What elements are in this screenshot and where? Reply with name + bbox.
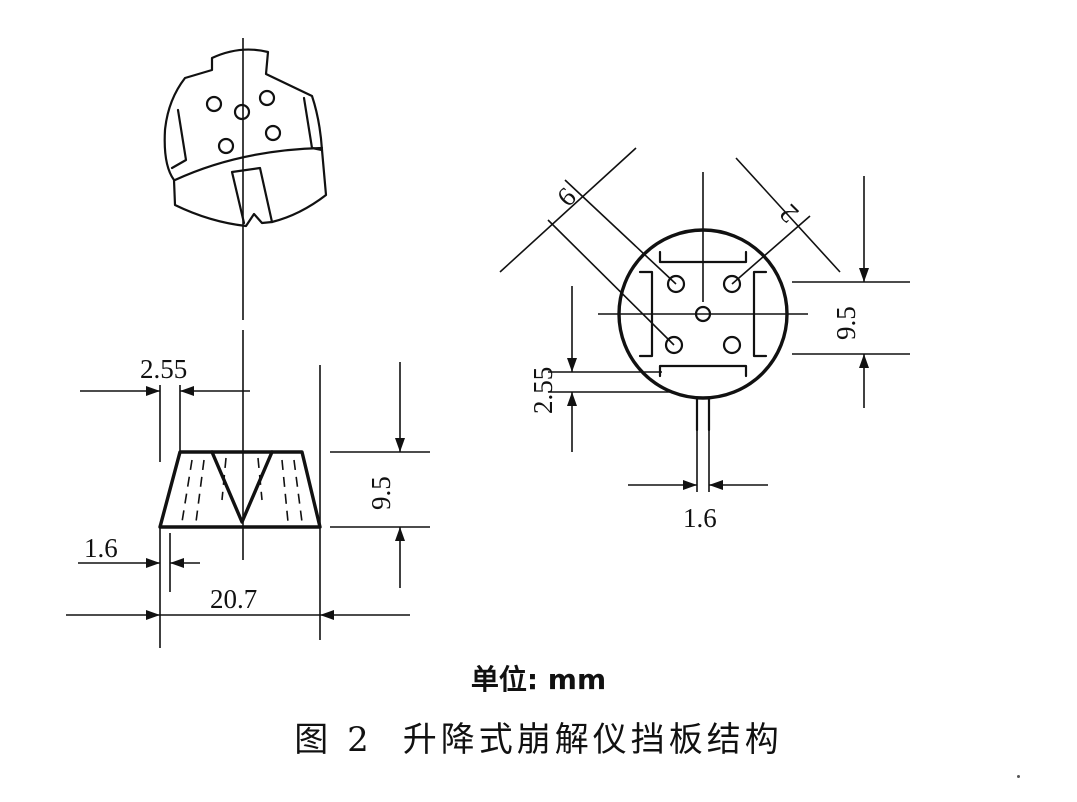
dim-top-gap: 1.6 xyxy=(683,503,717,533)
dim-top-height: 9.5 xyxy=(831,306,861,340)
top-hole xyxy=(666,274,686,294)
dim-arrow xyxy=(567,358,577,372)
perspective-disc-outline xyxy=(163,48,328,228)
top-hole xyxy=(664,335,684,355)
top-hole xyxy=(722,274,742,294)
dim-arrow xyxy=(180,386,194,396)
top-hole xyxy=(722,335,742,355)
dim-side-width: 20.7 xyxy=(210,584,257,614)
dim-arrow xyxy=(320,610,334,620)
perspective-left-notch xyxy=(170,108,188,170)
figure-caption: 图 2 升降式崩解仪挡板结构 xyxy=(0,712,1077,761)
dim-arrow xyxy=(395,527,405,541)
perspective-top-face-edge xyxy=(173,146,324,182)
dim-arrow xyxy=(683,480,697,490)
dim-top-slot: 2.55 xyxy=(528,367,558,414)
dim-line xyxy=(735,157,841,273)
top-view: 6 2 9.5 2.55 1.6 xyxy=(499,147,910,533)
dim-side-top-slot: 2.55 xyxy=(140,354,187,384)
perspective-hole xyxy=(233,103,251,121)
perspective-view xyxy=(163,38,328,320)
figure-title: 升降式崩解仪挡板结构 xyxy=(402,720,783,760)
perspective-hole xyxy=(258,89,276,107)
top-slot-top xyxy=(658,250,748,264)
side-view: 2.55 9.5 1.6 20.7 xyxy=(66,330,430,648)
dim-extension xyxy=(547,219,675,346)
dim-top-hole-pitch: 6 xyxy=(551,181,582,212)
top-slot-left xyxy=(638,270,654,358)
dim-leader xyxy=(731,215,811,285)
side-hatch xyxy=(181,459,193,523)
dim-arrow xyxy=(395,438,405,452)
dim-extension xyxy=(564,179,677,285)
top-slot-bottom xyxy=(658,364,748,378)
baffle-structure-drawing: 2.55 9.5 1.6 20.7 xyxy=(66,38,910,648)
dim-side-bottom-offset: 1.6 xyxy=(84,533,118,563)
top-hole-center xyxy=(694,305,712,323)
dim-arrow xyxy=(146,558,160,568)
side-v-slot xyxy=(210,450,274,524)
dim-side-height: 9.5 xyxy=(366,476,396,510)
side-hatch xyxy=(257,457,263,501)
dim-arrow xyxy=(859,268,869,282)
dim-arrow xyxy=(170,558,184,568)
dim-arrow xyxy=(146,610,160,620)
dim-arrow xyxy=(567,392,577,406)
perspective-hole xyxy=(217,137,235,155)
scan-speck xyxy=(1017,775,1020,778)
top-slot-right xyxy=(752,270,768,358)
dim-arrow xyxy=(146,386,160,396)
figure-number: 图 2 xyxy=(294,720,373,760)
dim-arrow xyxy=(709,480,723,490)
perspective-front-notch xyxy=(230,166,274,225)
side-hatch xyxy=(293,459,303,523)
perspective-hole xyxy=(205,95,223,113)
top-outer-circle xyxy=(617,228,789,400)
unit-label: 单位: mm xyxy=(470,663,607,696)
perspective-hole xyxy=(264,124,282,142)
side-hatch xyxy=(281,459,289,523)
side-hatch xyxy=(221,457,227,501)
dim-arrow xyxy=(859,354,869,368)
dim-line xyxy=(499,147,637,273)
side-hatch xyxy=(195,459,205,523)
